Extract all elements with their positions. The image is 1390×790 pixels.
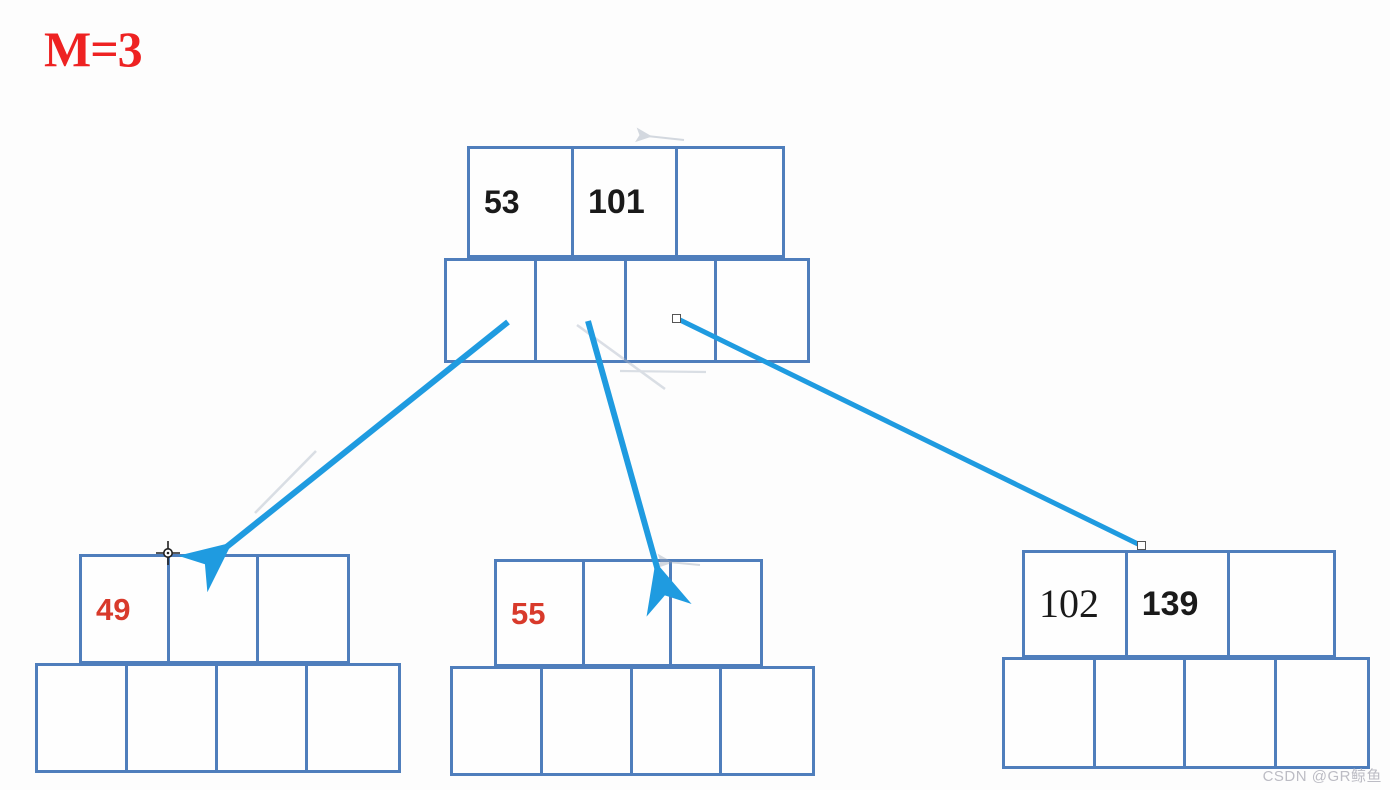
leaf-right-pointer-cell-0[interactable] xyxy=(1005,660,1096,766)
root-pointer-row xyxy=(444,258,810,363)
root-key-cell-2[interactable] xyxy=(678,149,782,255)
leaf-left-key-cell-0[interactable]: 49 xyxy=(82,557,171,661)
leaf-middle-pointer-cell-2[interactable] xyxy=(633,669,723,773)
root-pointer-cell-3[interactable] xyxy=(717,261,807,360)
root-pointer-cell-2[interactable] xyxy=(627,261,718,360)
leaf-middle-key-cell-0[interactable]: 55 xyxy=(497,562,585,664)
root-key-1: 101 xyxy=(588,183,645,221)
leaf-middle-key-cell-1[interactable] xyxy=(585,562,673,664)
leaf-left-pointer-cell-3[interactable] xyxy=(308,666,398,770)
root-key-cell-0[interactable]: 53 xyxy=(470,149,575,255)
leaf-right-pointer-cell-2[interactable] xyxy=(1186,660,1277,766)
leaf-middle-key-0: 55 xyxy=(511,595,546,631)
leaf-middle-pointer-cell-1[interactable] xyxy=(543,669,633,773)
watermark: CSDN @GR鲸鱼 xyxy=(1262,768,1382,785)
leaf-right-key-cell-0[interactable]: 102 xyxy=(1025,553,1128,655)
leaf-right-key-row: 102 139 xyxy=(1022,550,1336,658)
root-key-0: 53 xyxy=(484,184,520,220)
root-pointer-cell-0[interactable] xyxy=(447,261,538,360)
leaf-right-key-cell-1[interactable]: 139 xyxy=(1128,553,1231,655)
leaf-left-pointer-row xyxy=(35,663,401,773)
leaf-left-key-0: 49 xyxy=(96,591,131,627)
leaf-middle-pointer-cell-0[interactable] xyxy=(453,669,543,773)
connector-handle-end[interactable] xyxy=(1137,541,1146,550)
leaf-middle-key-row: 55 xyxy=(494,559,763,667)
leaf-right-pointer-row xyxy=(1002,657,1370,769)
leaf-left-key-cell-2[interactable] xyxy=(259,557,347,661)
leaf-right-key-0: 102 xyxy=(1039,581,1099,626)
leaf-right-pointer-cell-3[interactable] xyxy=(1277,660,1367,766)
leaf-middle-pointer-cell-3[interactable] xyxy=(722,669,812,773)
leaf-left-pointer-cell-0[interactable] xyxy=(38,666,129,770)
leaf-left-pointer-cell-2[interactable] xyxy=(218,666,309,770)
leaf-right-key-1: 139 xyxy=(1141,585,1199,623)
leaf-middle-pointer-row xyxy=(450,666,815,776)
leaf-left-key-row: 49 xyxy=(79,554,350,664)
move-cursor-icon xyxy=(156,541,180,565)
root-pointer-cell-1[interactable] xyxy=(537,261,628,360)
connector-handle-start[interactable] xyxy=(672,314,681,323)
leaf-right-pointer-cell-1[interactable] xyxy=(1096,660,1187,766)
leaf-left-key-cell-1[interactable] xyxy=(170,557,259,661)
root-key-row: 53 101 xyxy=(467,146,785,258)
leaf-left-pointer-cell-1[interactable] xyxy=(128,666,219,770)
leaf-middle-key-cell-2[interactable] xyxy=(672,562,760,664)
leaf-right-key-cell-2[interactable] xyxy=(1230,553,1333,655)
page-title: M=3 xyxy=(44,21,143,77)
root-key-cell-1[interactable]: 101 xyxy=(574,149,679,255)
